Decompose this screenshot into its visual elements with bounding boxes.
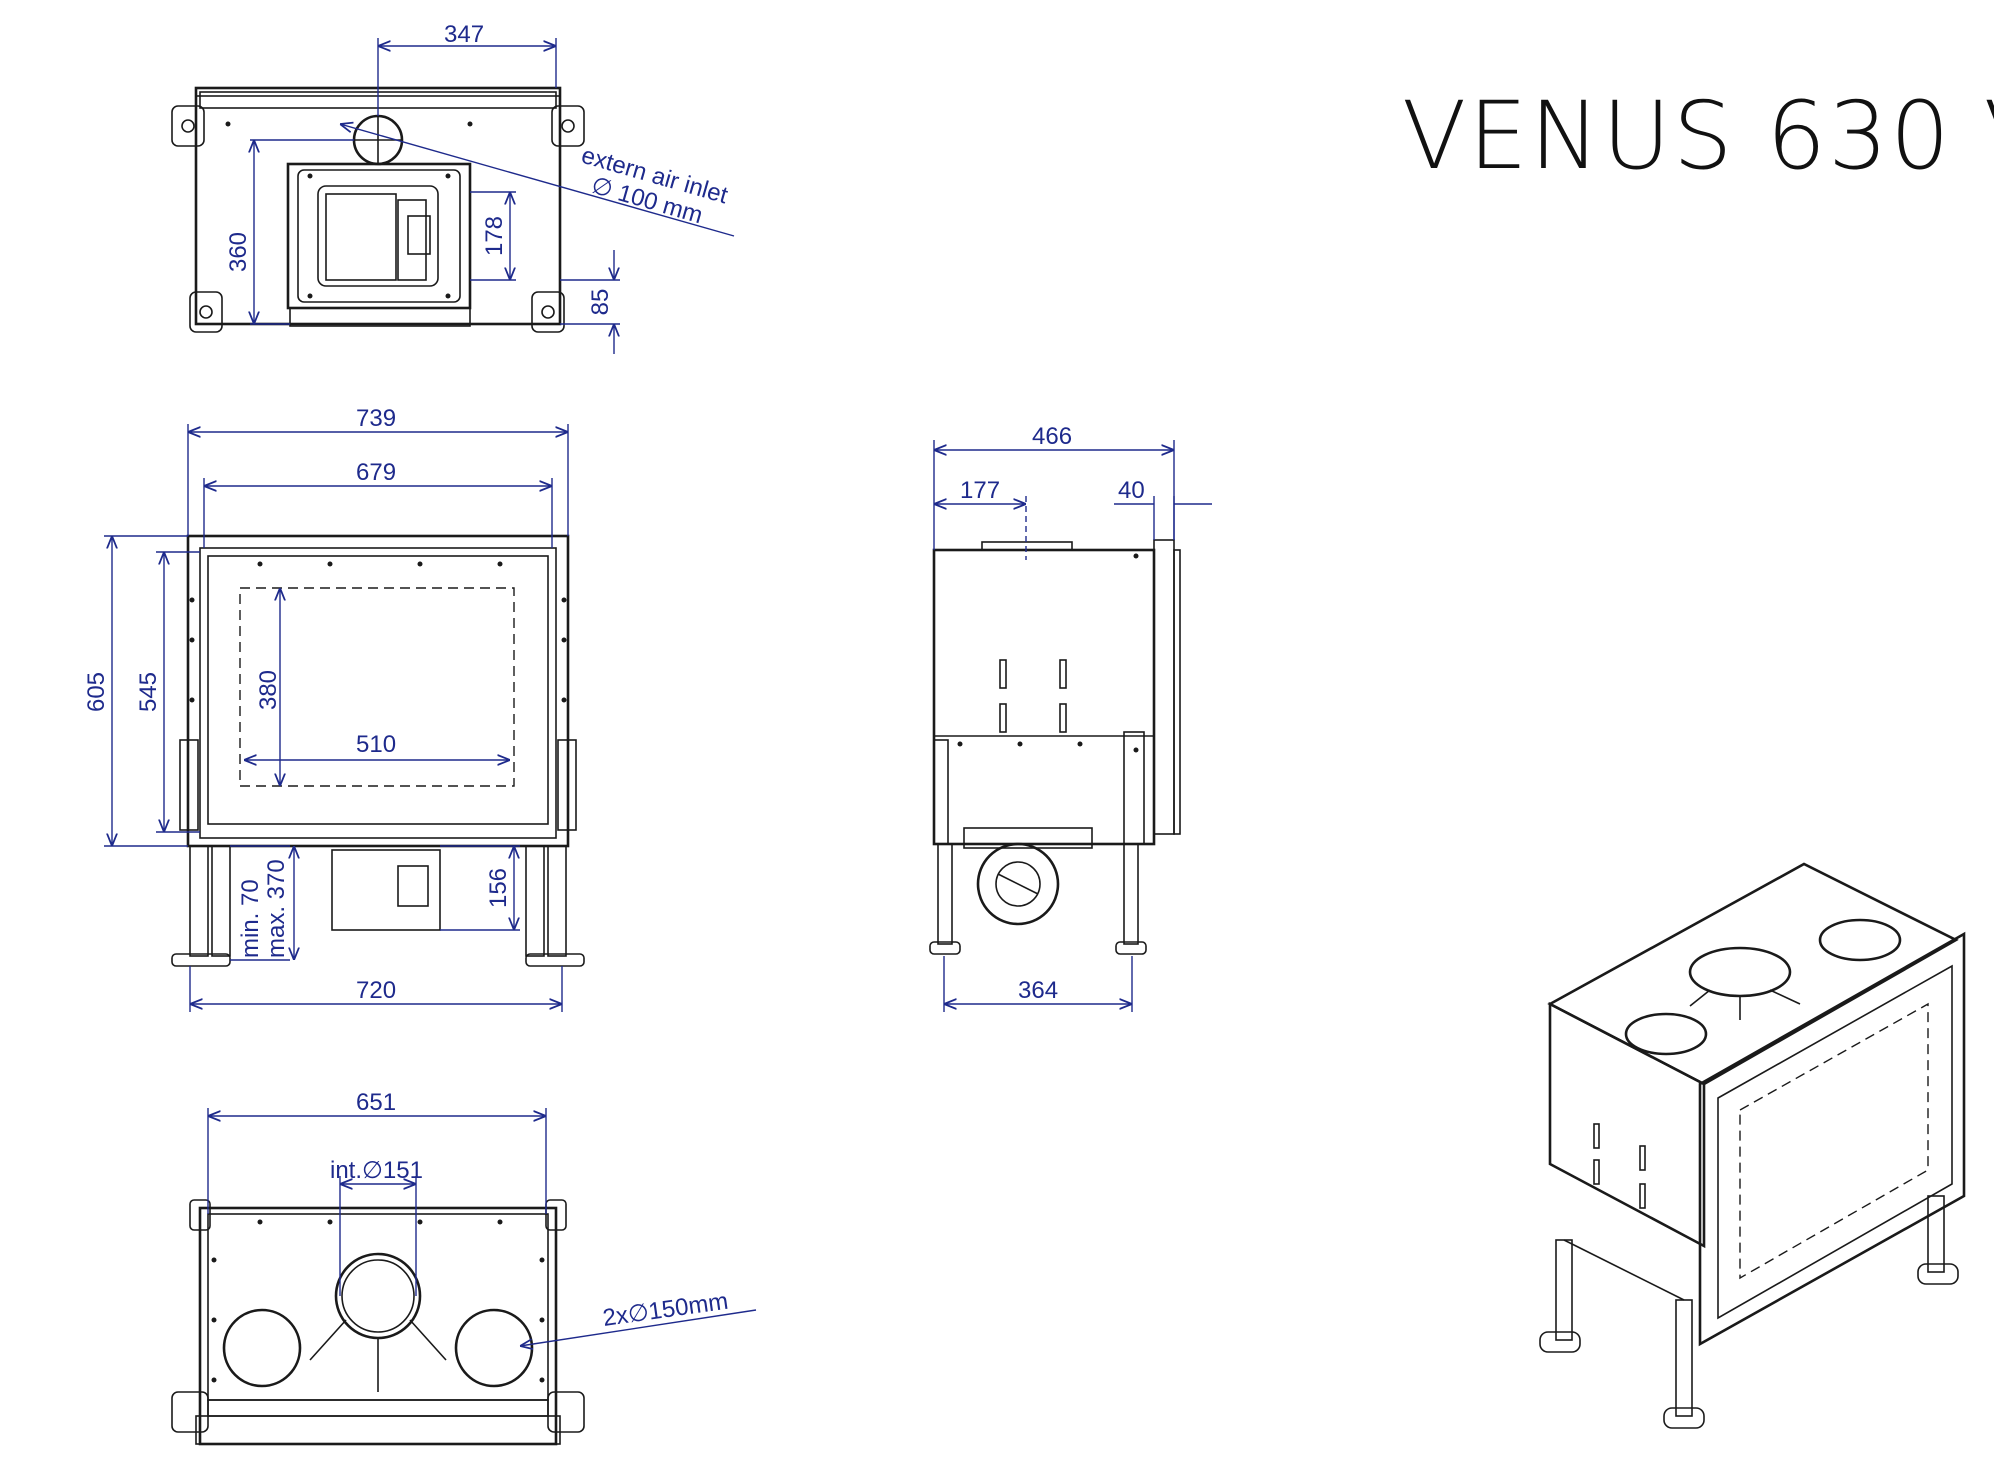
dim-360: 360	[225, 232, 252, 272]
dim-679: 679	[356, 459, 396, 486]
front-view: 739 679 605 545 380 510 min. 70 max. 370…	[83, 405, 585, 1012]
dim-85: 85	[587, 289, 614, 316]
dim-605: 605	[83, 672, 110, 712]
drawing-title: VENUS 630 V24	[1402, 82, 1994, 191]
dim-364: 364	[1018, 977, 1058, 1004]
dim-510: 510	[356, 731, 396, 758]
legs-max: max. 370	[263, 859, 290, 958]
dim-178: 178	[481, 216, 508, 256]
dim-40: 40	[1118, 477, 1145, 504]
fan-housing-icon	[976, 842, 1060, 926]
corner-bracket-icon	[171, 105, 585, 333]
dim-347: 347	[444, 21, 484, 48]
dim-720: 720	[356, 977, 396, 1004]
top-opening-icon	[1818, 918, 1902, 962]
dim-545: 545	[135, 672, 162, 712]
legs-min: min. 70	[237, 879, 264, 958]
dim-380: 380	[255, 670, 282, 710]
top-opening-icon	[1688, 946, 1792, 998]
isometric-view	[1539, 862, 1966, 1429]
top-opening-icon	[1624, 1012, 1708, 1056]
outlet-left-icon	[222, 1308, 302, 1388]
bottom-view: 651 int.∅151 2x∅150mm	[171, 1089, 757, 1446]
dim-651: 651	[356, 1089, 396, 1116]
dim-466: 466	[1032, 423, 1072, 450]
inner-diameter-label: int.∅151	[330, 1157, 423, 1184]
outlets-label: 2x∅150mm	[601, 1288, 730, 1332]
corner-bracket-icon	[171, 1199, 585, 1433]
dim-739: 739	[356, 405, 396, 432]
flue-outlet-icon	[334, 1252, 422, 1340]
side-view: 466 177 40 364	[929, 423, 1212, 1012]
dim-156: 156	[485, 868, 512, 908]
dim-177: 177	[960, 477, 1000, 504]
top-view: 347 360 178 85 extern air inlet ∅ 100 mm	[171, 21, 735, 354]
outlet-right-icon	[454, 1308, 534, 1388]
